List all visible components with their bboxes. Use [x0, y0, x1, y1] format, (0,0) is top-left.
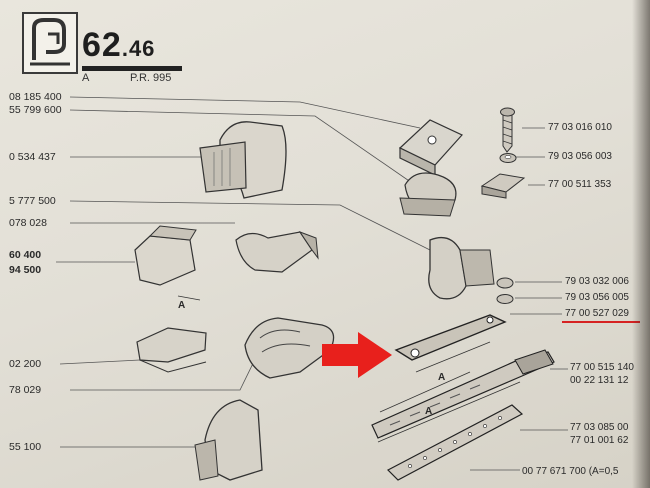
right-part-label: 00 22 131 12 [570, 375, 629, 386]
strap-part [394, 314, 507, 361]
hook-clip-part [399, 172, 457, 217]
dimension-lines [377, 341, 521, 443]
left-part-label: 02 200 [9, 358, 42, 370]
dimension-a-label: A [438, 372, 446, 383]
left-part-label: 94 500 [9, 264, 42, 276]
right-part-label: 77 03 016 010 [548, 122, 612, 133]
right-part-label-highlighted: 77 00 527 029 [565, 308, 629, 319]
left-part-label: 08 185 400 [9, 91, 62, 103]
right-part-label: 79 03 056 003 [548, 151, 612, 162]
highlight-arrow-icon [322, 332, 392, 378]
washer-part [499, 153, 517, 163]
left-part-label: 0 534 437 [9, 151, 56, 163]
left-part-label: 55 799 600 [9, 104, 62, 116]
page-number-sub: .46 [121, 36, 156, 61]
dimension-a-label: A [178, 300, 186, 311]
left-part-label: 078 028 [9, 217, 47, 229]
page-number-underline [82, 66, 182, 71]
highlight-underline [562, 321, 640, 323]
loop-clip-part [428, 236, 495, 300]
right-part-label: 77 03 085 00 [570, 422, 629, 433]
right-part-label: 77 00 511 353 [548, 179, 612, 190]
nut-clip-part [480, 173, 526, 199]
coil-clip-part [244, 317, 335, 379]
flat-clip-part [136, 327, 207, 373]
left-part-label: 78 029 [9, 384, 42, 396]
left-part-label: 60 400 [9, 249, 42, 261]
page-edge-shadow [632, 0, 650, 488]
bracket-part [398, 119, 463, 176]
left-part-label: 5 777 500 [9, 195, 56, 207]
page-number-main: 62 [82, 26, 122, 64]
right-part-label: 79 03 032 006 [565, 276, 629, 287]
variant-code: A [82, 72, 90, 84]
screw-part [500, 107, 515, 153]
spring-clip-top [199, 121, 287, 199]
pr-reference: P.R. 995 [130, 72, 172, 84]
right-part-label: 79 03 056 005 [565, 292, 629, 303]
left-part-label: 55 100 [9, 441, 42, 453]
bottom-clip-part [194, 399, 263, 481]
dimension-a-label: A [425, 406, 433, 417]
cable-tie-part [371, 349, 555, 439]
nut-part [496, 277, 514, 304]
cable-clip-left [134, 225, 201, 301]
saddle-clip-part [235, 230, 319, 273]
page-number: 62.46 [82, 26, 155, 65]
clip-category-icon [22, 12, 78, 74]
perforated-strap-part [386, 404, 524, 481]
right-part-label: 00 77 671 700 (A=0,5 [522, 466, 619, 477]
right-part-label: 77 01 001 62 [570, 435, 629, 446]
right-part-label: 77 00 515 140 [570, 362, 634, 373]
